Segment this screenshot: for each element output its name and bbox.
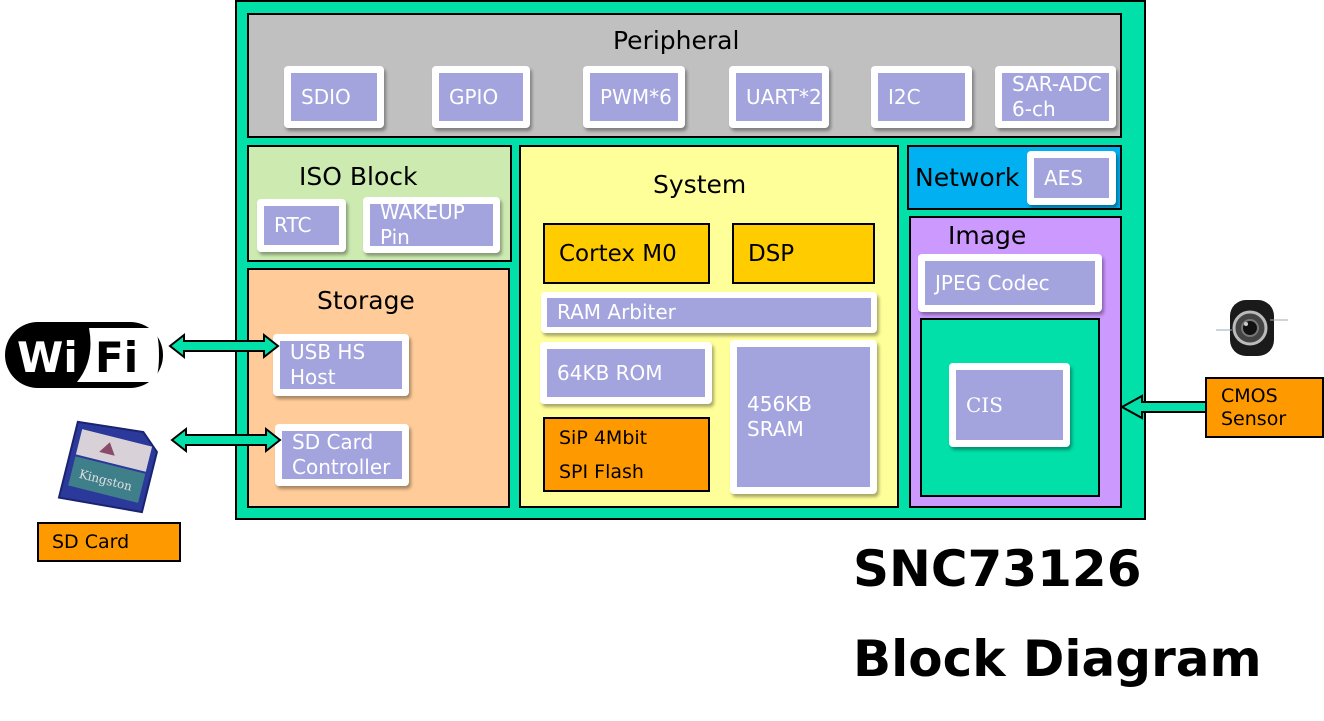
- cortex-m0-block: Cortex M0: [543, 223, 710, 284]
- image-title: Image: [948, 221, 1027, 250]
- network-title: Network: [915, 163, 1020, 192]
- uart-block: UART*2: [729, 66, 829, 128]
- svg-text:Fi: Fi: [95, 333, 138, 382]
- sd-card-image: Kingston: [57, 420, 159, 514]
- ram-arbiter-block: RAM Arbiter: [541, 292, 877, 333]
- sd-card-label: SD Card: [37, 522, 181, 562]
- storage-title: Storage: [317, 286, 415, 315]
- jpeg-codec-block: JPEG Codec: [918, 254, 1102, 312]
- dsp-block: DSP: [732, 223, 875, 284]
- wifi-logo-icon: Wi Fi: [5, 322, 163, 388]
- rom-block: 64KB ROM: [540, 342, 712, 404]
- camera-image: [1216, 300, 1288, 356]
- cmos-sensor-label: CMOS Sensor: [1205, 377, 1324, 438]
- sdcard-controller-arrow: [170, 426, 282, 454]
- gpio-block: GPIO: [432, 66, 530, 128]
- wifi-usb-arrow-shape: [168, 332, 280, 360]
- cis-block: CIS: [949, 363, 1070, 447]
- chip-name-title: SNC73126: [853, 540, 1142, 598]
- sdcard-controller-arrow-shape: [170, 426, 282, 454]
- i2c-block: I2C: [871, 66, 972, 128]
- spi-flash-block: SiP 4Mbit SPI Flash: [543, 417, 710, 492]
- pwm-block: PWM*6: [583, 66, 685, 128]
- peripheral-title: Peripheral: [613, 26, 740, 55]
- sram-block: 456KB SRAM: [730, 340, 877, 494]
- system-title: System: [653, 170, 747, 199]
- usb-hs-host-block: USB HS Host: [273, 334, 409, 396]
- wakeup-pin-block: WAKEUP Pin: [363, 197, 500, 253]
- aes-block: AES: [1027, 151, 1116, 205]
- cmos-image-arrow-shape: [1119, 394, 1209, 420]
- block-diagram-title: Block Diagram: [853, 630, 1262, 688]
- sdio-block: SDIO: [284, 66, 384, 128]
- cmos-image-arrow: [1119, 394, 1209, 420]
- iso-block-title: ISO Block: [299, 162, 418, 191]
- wifi-usb-arrow: [168, 332, 280, 360]
- sar-adc-block: SAR-ADC 6-ch: [995, 66, 1116, 128]
- rtc-block: RTC: [257, 199, 346, 252]
- sd-card-controller-block: SD Card Controller: [275, 424, 409, 486]
- svg-text:Wi: Wi: [17, 333, 78, 382]
